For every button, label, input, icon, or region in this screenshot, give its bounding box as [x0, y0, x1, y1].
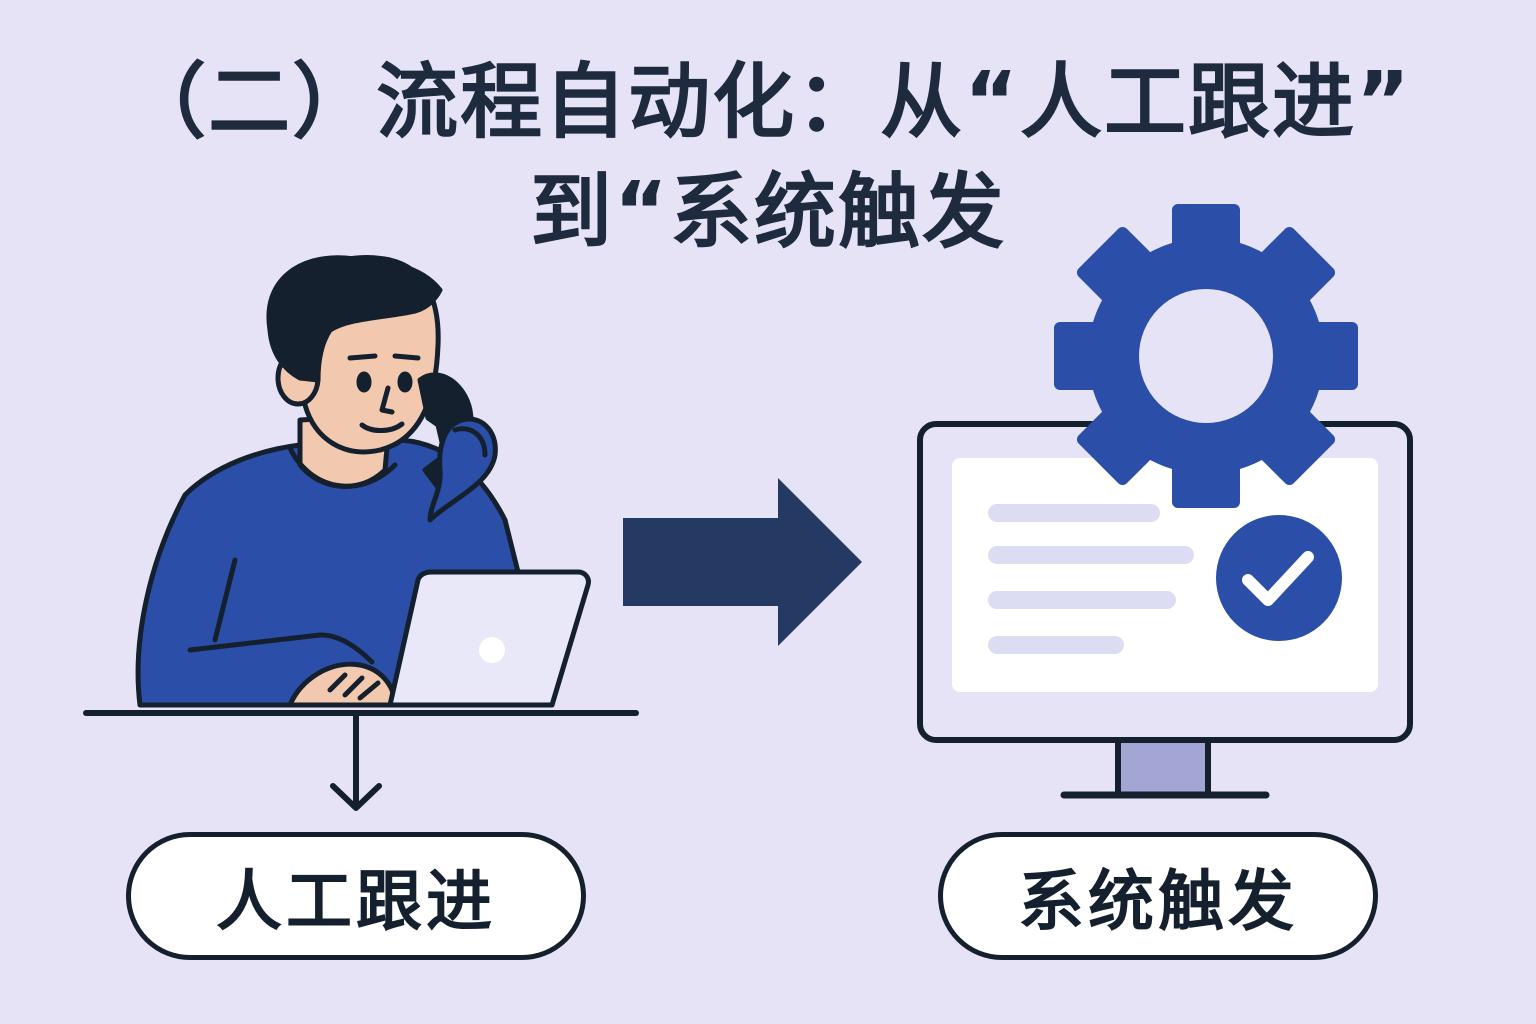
- manual-follow-up-label: 人工跟进: [126, 832, 586, 960]
- person-on-phone-with-laptop-icon: [83, 255, 639, 716]
- gear-icon: [1054, 204, 1358, 508]
- text-line: [988, 591, 1176, 609]
- monitor-with-gear-icon: [917, 204, 1413, 799]
- monitor-neck: [1115, 737, 1211, 798]
- hair: [266, 255, 443, 383]
- check-icon: [1242, 551, 1314, 606]
- text-line: [988, 546, 1194, 564]
- text-line: [988, 636, 1124, 654]
- title-line-1: （二）流程自动化：从“人工跟进”: [124, 55, 1412, 150]
- text-line: [988, 504, 1160, 522]
- right-arrow-icon: [623, 478, 862, 646]
- laptop-logo: [479, 637, 505, 663]
- system-trigger-label: 系统触发: [938, 832, 1378, 960]
- title-line-2: 到“系统触发: [530, 165, 1006, 260]
- hand: [427, 416, 498, 523]
- check-badge: [1216, 515, 1342, 641]
- down-arrow-icon: [330, 713, 382, 811]
